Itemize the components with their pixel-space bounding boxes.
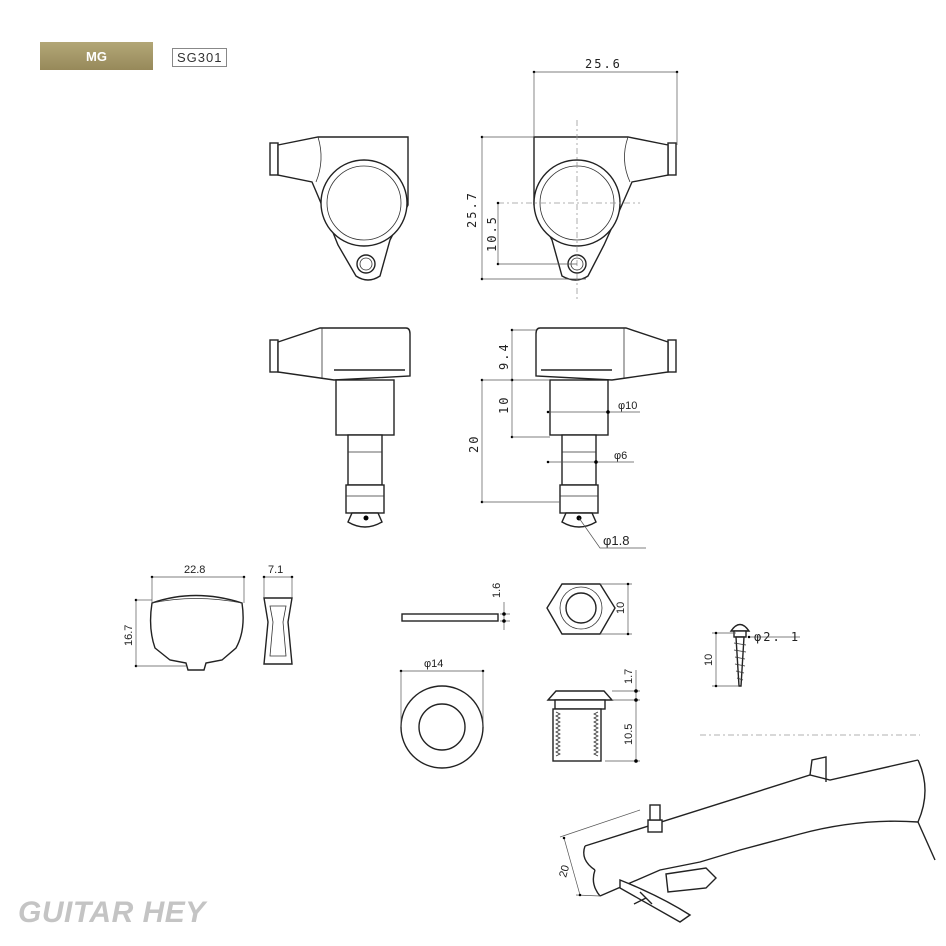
- dim-bushing-length: 10: [497, 396, 511, 414]
- dim-hole-offset: 10.5: [485, 215, 499, 252]
- dim-washer-thickness: 1.6: [491, 583, 503, 598]
- model-number: SG301: [172, 48, 228, 67]
- threaded-bushing: 1.7 10.5: [546, 669, 640, 763]
- tuner-front-view-right: 25.6 25.7 10.5: [465, 57, 679, 300]
- dim-screw-length: 10: [703, 654, 715, 666]
- mounting-screw: φ2. 1 10: [703, 623, 800, 688]
- dim-shaft-diameter: φ6: [614, 450, 627, 462]
- dim-bushing-thread: 10.5: [623, 724, 635, 745]
- watermark-text: GUITAR HEY: [18, 896, 206, 929]
- dim-hole-diameter: φ1.8: [603, 533, 630, 548]
- tuner-button-side: 7.1: [262, 564, 294, 665]
- headstock-illustration: 20: [557, 734, 936, 923]
- dim-ring-diameter: φ14: [424, 658, 443, 670]
- washer-side: 1.6: [401, 583, 510, 630]
- dim-screw-diameter: φ2. 1: [754, 630, 800, 644]
- dim-height-total: 25.7: [465, 191, 479, 228]
- tuner-side-view-left: [269, 327, 411, 528]
- dim-headstock-width: 20: [557, 864, 572, 879]
- finish-badge: MG: [40, 42, 153, 70]
- hex-nut: 10: [546, 582, 632, 636]
- dim-width-top: 25.6: [585, 57, 622, 71]
- dim-shaft-length: 20: [467, 435, 481, 453]
- dim-head-height: 9.4: [497, 342, 511, 370]
- dim-bushing-diameter: φ10: [618, 400, 637, 412]
- dim-nut-size: 10: [615, 602, 627, 614]
- tuner-front-view-left: [269, 136, 409, 281]
- dim-button-thickness: 7.1: [268, 564, 283, 576]
- ring-washer: φ14: [399, 658, 485, 769]
- dim-button-width: 22.8: [184, 564, 205, 576]
- dim-button-height: 16.7: [123, 625, 135, 646]
- tuner-side-view-right: 9.4 10 20 φ10 φ6 φ1.8: [467, 327, 677, 549]
- tuner-button-front: 22.8 16.7: [123, 564, 246, 671]
- dim-bushing-flange: 1.7: [623, 669, 635, 684]
